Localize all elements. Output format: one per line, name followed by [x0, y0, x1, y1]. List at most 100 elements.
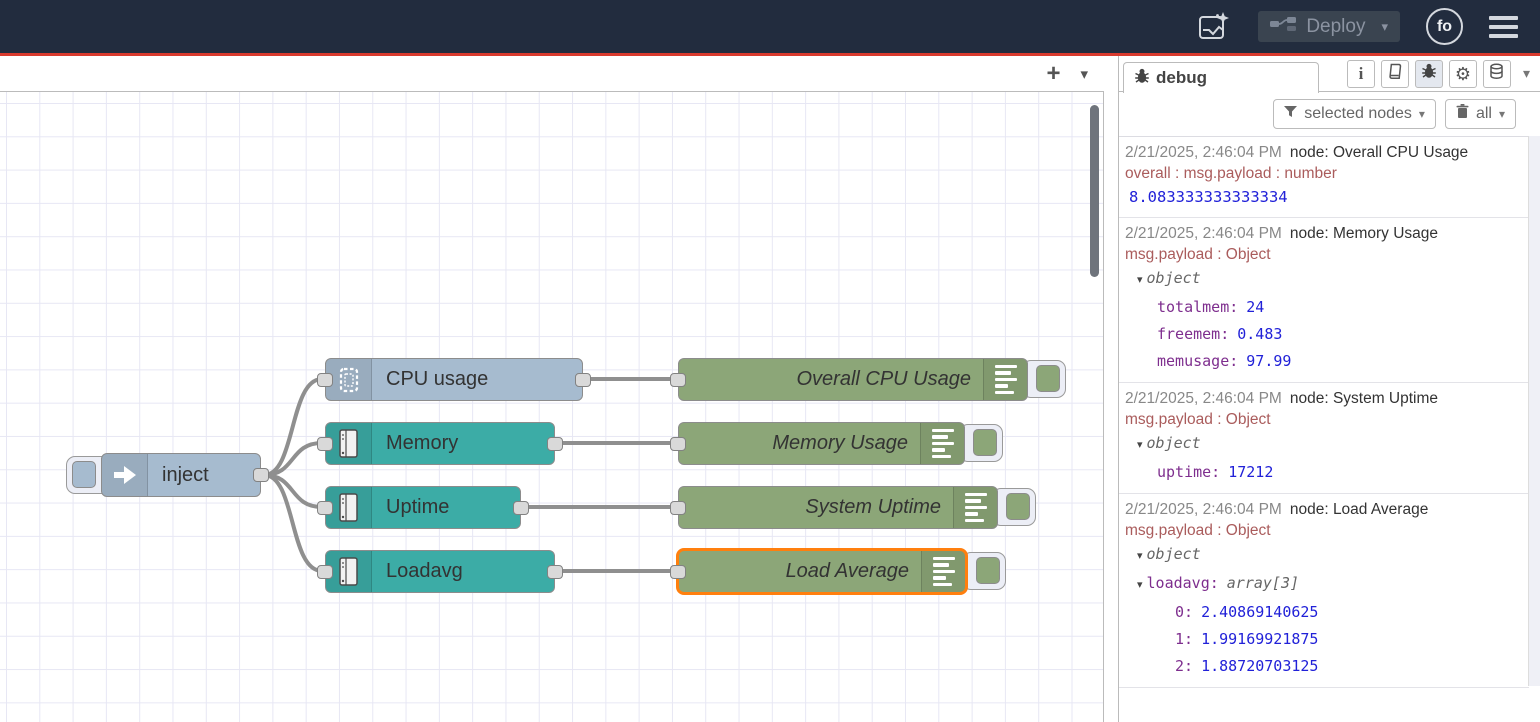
sidebar-splitter[interactable] — [1105, 56, 1118, 722]
message-property: msg.payload : Object — [1125, 520, 1525, 541]
debug-scrollbar-track[interactable] — [1528, 136, 1540, 686]
clear-button[interactable]: all ▾ — [1445, 99, 1516, 129]
collapse-caret-icon[interactable]: ▾ — [1137, 439, 1143, 451]
object-entry: uptime:17212 — [1125, 459, 1525, 486]
node-label: Loadavg — [372, 560, 554, 583]
input-port[interactable] — [317, 501, 333, 515]
debug-lines-icon — [953, 487, 997, 528]
filter-button[interactable]: selected nodes ▾ — [1273, 99, 1436, 129]
tab-info-button[interactable]: i — [1347, 60, 1375, 88]
message-property: msg.payload : Object — [1125, 409, 1525, 430]
output-port[interactable] — [547, 437, 563, 451]
node-debug-system-uptime[interactable]: System Uptime — [678, 486, 998, 529]
debug-toggle-button-inner[interactable] — [976, 557, 1000, 584]
sidebar-tab-bar: debug i — [1119, 56, 1540, 92]
debug-message[interactable]: 2/21/2025, 2:46:04 PMnode: Memory Usage … — [1119, 218, 1529, 383]
message-meta: 2/21/2025, 2:46:04 PMnode: Load Average — [1125, 499, 1525, 520]
object-row[interactable]: ▾object — [1125, 265, 1525, 294]
array-entry: 0:2.40869140625 — [1125, 599, 1525, 626]
tab-debug-label: debug — [1156, 68, 1207, 88]
assistant-sparkle-icon[interactable] — [1195, 8, 1232, 45]
add-flow-button[interactable]: + — [1046, 62, 1060, 86]
message-node-name: node: Memory Usage — [1290, 225, 1438, 242]
debug-toggle-button-inner[interactable] — [973, 429, 997, 456]
node-debug-load-average[interactable]: Load Average — [676, 548, 968, 595]
input-port[interactable] — [670, 373, 686, 387]
object-entry: totalmem:24 — [1125, 294, 1525, 321]
collapse-caret-icon[interactable]: ▾ — [1137, 274, 1143, 286]
message-timestamp: 2/21/2025, 2:46:04 PM — [1125, 225, 1282, 242]
input-port[interactable] — [670, 501, 686, 515]
debug-lines-icon — [921, 551, 965, 592]
debug-toggle-button-inner[interactable] — [1036, 365, 1060, 392]
node-label: Overall CPU Usage — [679, 368, 983, 391]
user-avatar[interactable]: fo — [1426, 8, 1463, 45]
node-inject[interactable]: inject — [101, 453, 261, 497]
message-number-value: 8.083333333333334 — [1125, 184, 1525, 210]
tab-context-button[interactable] — [1483, 60, 1511, 88]
node-debug-memory-usage[interactable]: Memory Usage — [678, 422, 965, 465]
flow-list-caret-icon[interactable]: ▾ — [1080, 65, 1088, 83]
tab-help-button[interactable] — [1381, 60, 1409, 88]
node-label: CPU usage — [372, 368, 582, 391]
node-loadavg[interactable]: Loadavg — [325, 550, 555, 593]
node-memory[interactable]: Memory — [325, 422, 555, 465]
clear-caret-icon: ▾ — [1499, 107, 1505, 121]
node-label: Memory — [372, 432, 554, 455]
main-menu-button[interactable] — [1489, 16, 1518, 38]
message-meta: 2/21/2025, 2:46:04 PMnode: System Uptime — [1125, 388, 1525, 409]
array-entry: 1:1.99169921875 — [1125, 626, 1525, 653]
debug-toolbar: selected nodes ▾ all ▾ — [1119, 92, 1540, 135]
node-label: System Uptime — [679, 496, 953, 519]
debug-message[interactable]: 2/21/2025, 2:46:04 PMnode: System Uptime… — [1119, 383, 1529, 494]
canvas-scrollbar-thumb[interactable] — [1090, 105, 1099, 277]
input-port[interactable] — [670, 437, 686, 451]
message-timestamp: 2/21/2025, 2:46:04 PM — [1125, 501, 1282, 518]
trash-icon — [1456, 104, 1469, 124]
hamburger-icon — [1489, 16, 1518, 20]
collapse-caret-icon[interactable]: ▾ — [1137, 550, 1143, 562]
tab-config-button[interactable]: ⚙ — [1449, 60, 1477, 88]
flow-wires — [0, 92, 1104, 722]
input-port[interactable] — [317, 565, 333, 579]
array-row[interactable]: ▾loadavg:array[3] — [1125, 570, 1525, 599]
input-port[interactable] — [317, 373, 333, 387]
debug-message-list: 2/21/2025, 2:46:04 PM node: Overall CPU U… — [1119, 136, 1529, 686]
debug-lines-icon — [983, 359, 1027, 400]
message-node-name: node: Overall CPU Usage — [1290, 144, 1468, 161]
message-node-name: node: System Uptime — [1290, 390, 1438, 407]
input-port[interactable] — [317, 437, 333, 451]
node-cpu-usage[interactable]: CPU usage — [325, 358, 583, 401]
output-port[interactable] — [513, 501, 529, 515]
object-entry: freemem:0.483 — [1125, 321, 1525, 348]
debug-message[interactable]: 2/21/2025, 2:46:04 PMnode: Load Average … — [1119, 494, 1529, 688]
clear-label: all — [1476, 105, 1492, 123]
info-icon: i — [1359, 64, 1364, 84]
deploy-caret-icon[interactable]: ▾ — [1381, 19, 1388, 35]
node-uptime[interactable]: Uptime — [325, 486, 521, 529]
debug-lines-icon — [920, 423, 964, 464]
object-row[interactable]: ▾object — [1125, 430, 1525, 459]
debug-sidebar: debug i — [1118, 56, 1540, 722]
tab-debug-icon-button[interactable] — [1415, 60, 1443, 88]
output-port[interactable] — [575, 373, 591, 387]
input-port[interactable] — [670, 565, 686, 579]
output-port[interactable] — [253, 468, 269, 482]
node-debug-overall-cpu[interactable]: Overall CPU Usage — [678, 358, 1028, 401]
tab-debug[interactable]: debug — [1123, 62, 1319, 93]
output-port[interactable] — [547, 565, 563, 579]
debug-toggle-button-inner[interactable] — [1006, 493, 1030, 520]
object-entry: memusage:97.99 — [1125, 348, 1525, 375]
inject-trigger-button-inner[interactable] — [72, 461, 96, 488]
object-row[interactable]: ▾object — [1125, 541, 1525, 570]
header-bar: Deploy ▾ fo — [0, 0, 1540, 53]
message-property: overall : msg.payload : number — [1125, 163, 1525, 184]
book-icon — [1386, 63, 1403, 85]
collapse-caret-icon[interactable]: ▾ — [1137, 579, 1143, 591]
debug-message[interactable]: 2/21/2025, 2:46:04 PMnode: Overall CPU U… — [1119, 137, 1529, 218]
deploy-label: Deploy — [1306, 16, 1365, 38]
sidebar-tabs-caret-icon[interactable]: ▾ — [1523, 65, 1530, 82]
filter-caret-icon: ▾ — [1419, 107, 1425, 121]
flow-canvas[interactable]: inject CPU usage — [0, 92, 1104, 722]
deploy-button[interactable]: Deploy ▾ — [1258, 11, 1400, 42]
